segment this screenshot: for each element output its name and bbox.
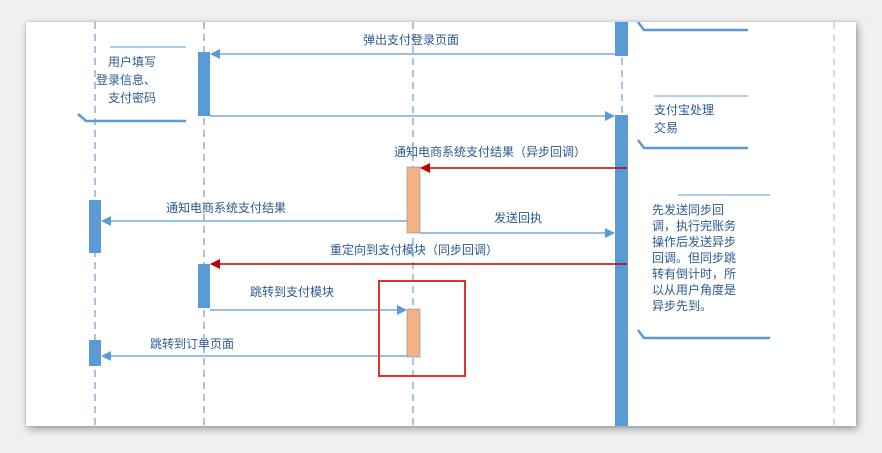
label-notify-async: 通知电商系统支付结果（异步回调） bbox=[394, 144, 586, 159]
note-alipay-process: 支付宝处理 交易 bbox=[637, 95, 748, 150]
activation-bars bbox=[89, 22, 628, 426]
label-jump-order-page: 跳转到订单页面 bbox=[150, 336, 234, 351]
activation-browser-2 bbox=[198, 264, 210, 308]
label-jump-pay-module: 跳转到支付模块 bbox=[250, 284, 334, 299]
note-user-fill-line1: 用户填写 bbox=[108, 54, 156, 69]
note-async-explain-line6: 以从用户角度是 bbox=[652, 282, 736, 297]
label-redirect-sync: 重定向到支付模块（同步回调） bbox=[330, 242, 498, 257]
note-async-explain-line5: 转有倒计时，所 bbox=[652, 266, 736, 281]
label-popup-login: 弹出支付登录页面 bbox=[363, 32, 459, 47]
note-async-explain-line4: 回调。但同步跳 bbox=[652, 251, 736, 265]
note-async-explain-line3: 操作后发送异步 bbox=[652, 234, 736, 249]
note-async-explain-line7: 异步先到。 bbox=[652, 299, 712, 313]
activation-browser-1 bbox=[198, 52, 210, 116]
note-async-explain-line1: 先发送同步回 bbox=[652, 202, 724, 217]
activation-ecommerce-2 bbox=[406, 308, 421, 358]
highlight-box bbox=[378, 280, 466, 377]
message-arrows bbox=[101, 49, 627, 361]
note-user-fill-line2: 登录信息、 bbox=[96, 72, 156, 87]
message-labels: 弹出支付登录页面 通知电商系统支付结果（异步回调） 通知电商系统支付结果 发送回… bbox=[150, 32, 586, 351]
note-async-explain: 先发送同步回 调，执行完账务 操作后发送异步 回调。但同步跳 转有倒计时，所 以… bbox=[637, 194, 770, 340]
activation-alipay-top bbox=[615, 22, 628, 56]
label-notify-result: 通知电商系统支付结果 bbox=[166, 200, 286, 215]
note-user-fill: 用户填写 登录信息、 支付密码 bbox=[77, 46, 186, 123]
activation-user-2 bbox=[89, 340, 101, 366]
note-async-explain-line2: 调，执行完账务 bbox=[652, 218, 736, 233]
activation-alipay-main bbox=[615, 115, 628, 426]
sequence-diagram: 弹出支付登录页面 通知电商系统支付结果（异步回调） 通知电商系统支付结果 发送回… bbox=[77, 22, 835, 426]
diagram-canvas: 弹出支付登录页面 通知电商系统支付结果（异步回调） 通知电商系统支付结果 发送回… bbox=[26, 22, 856, 426]
note-user-fill-line3: 支付密码 bbox=[108, 90, 156, 105]
note-alipay-process-line2: 交易 bbox=[654, 120, 678, 135]
activation-user-1 bbox=[89, 200, 101, 253]
label-send-receipt: 发送回执 bbox=[494, 210, 542, 225]
note-alipay-process-line1: 支付宝处理 bbox=[654, 103, 714, 117]
activation-ecommerce-1 bbox=[406, 166, 421, 234]
note-top-right-fragment bbox=[637, 22, 748, 32]
